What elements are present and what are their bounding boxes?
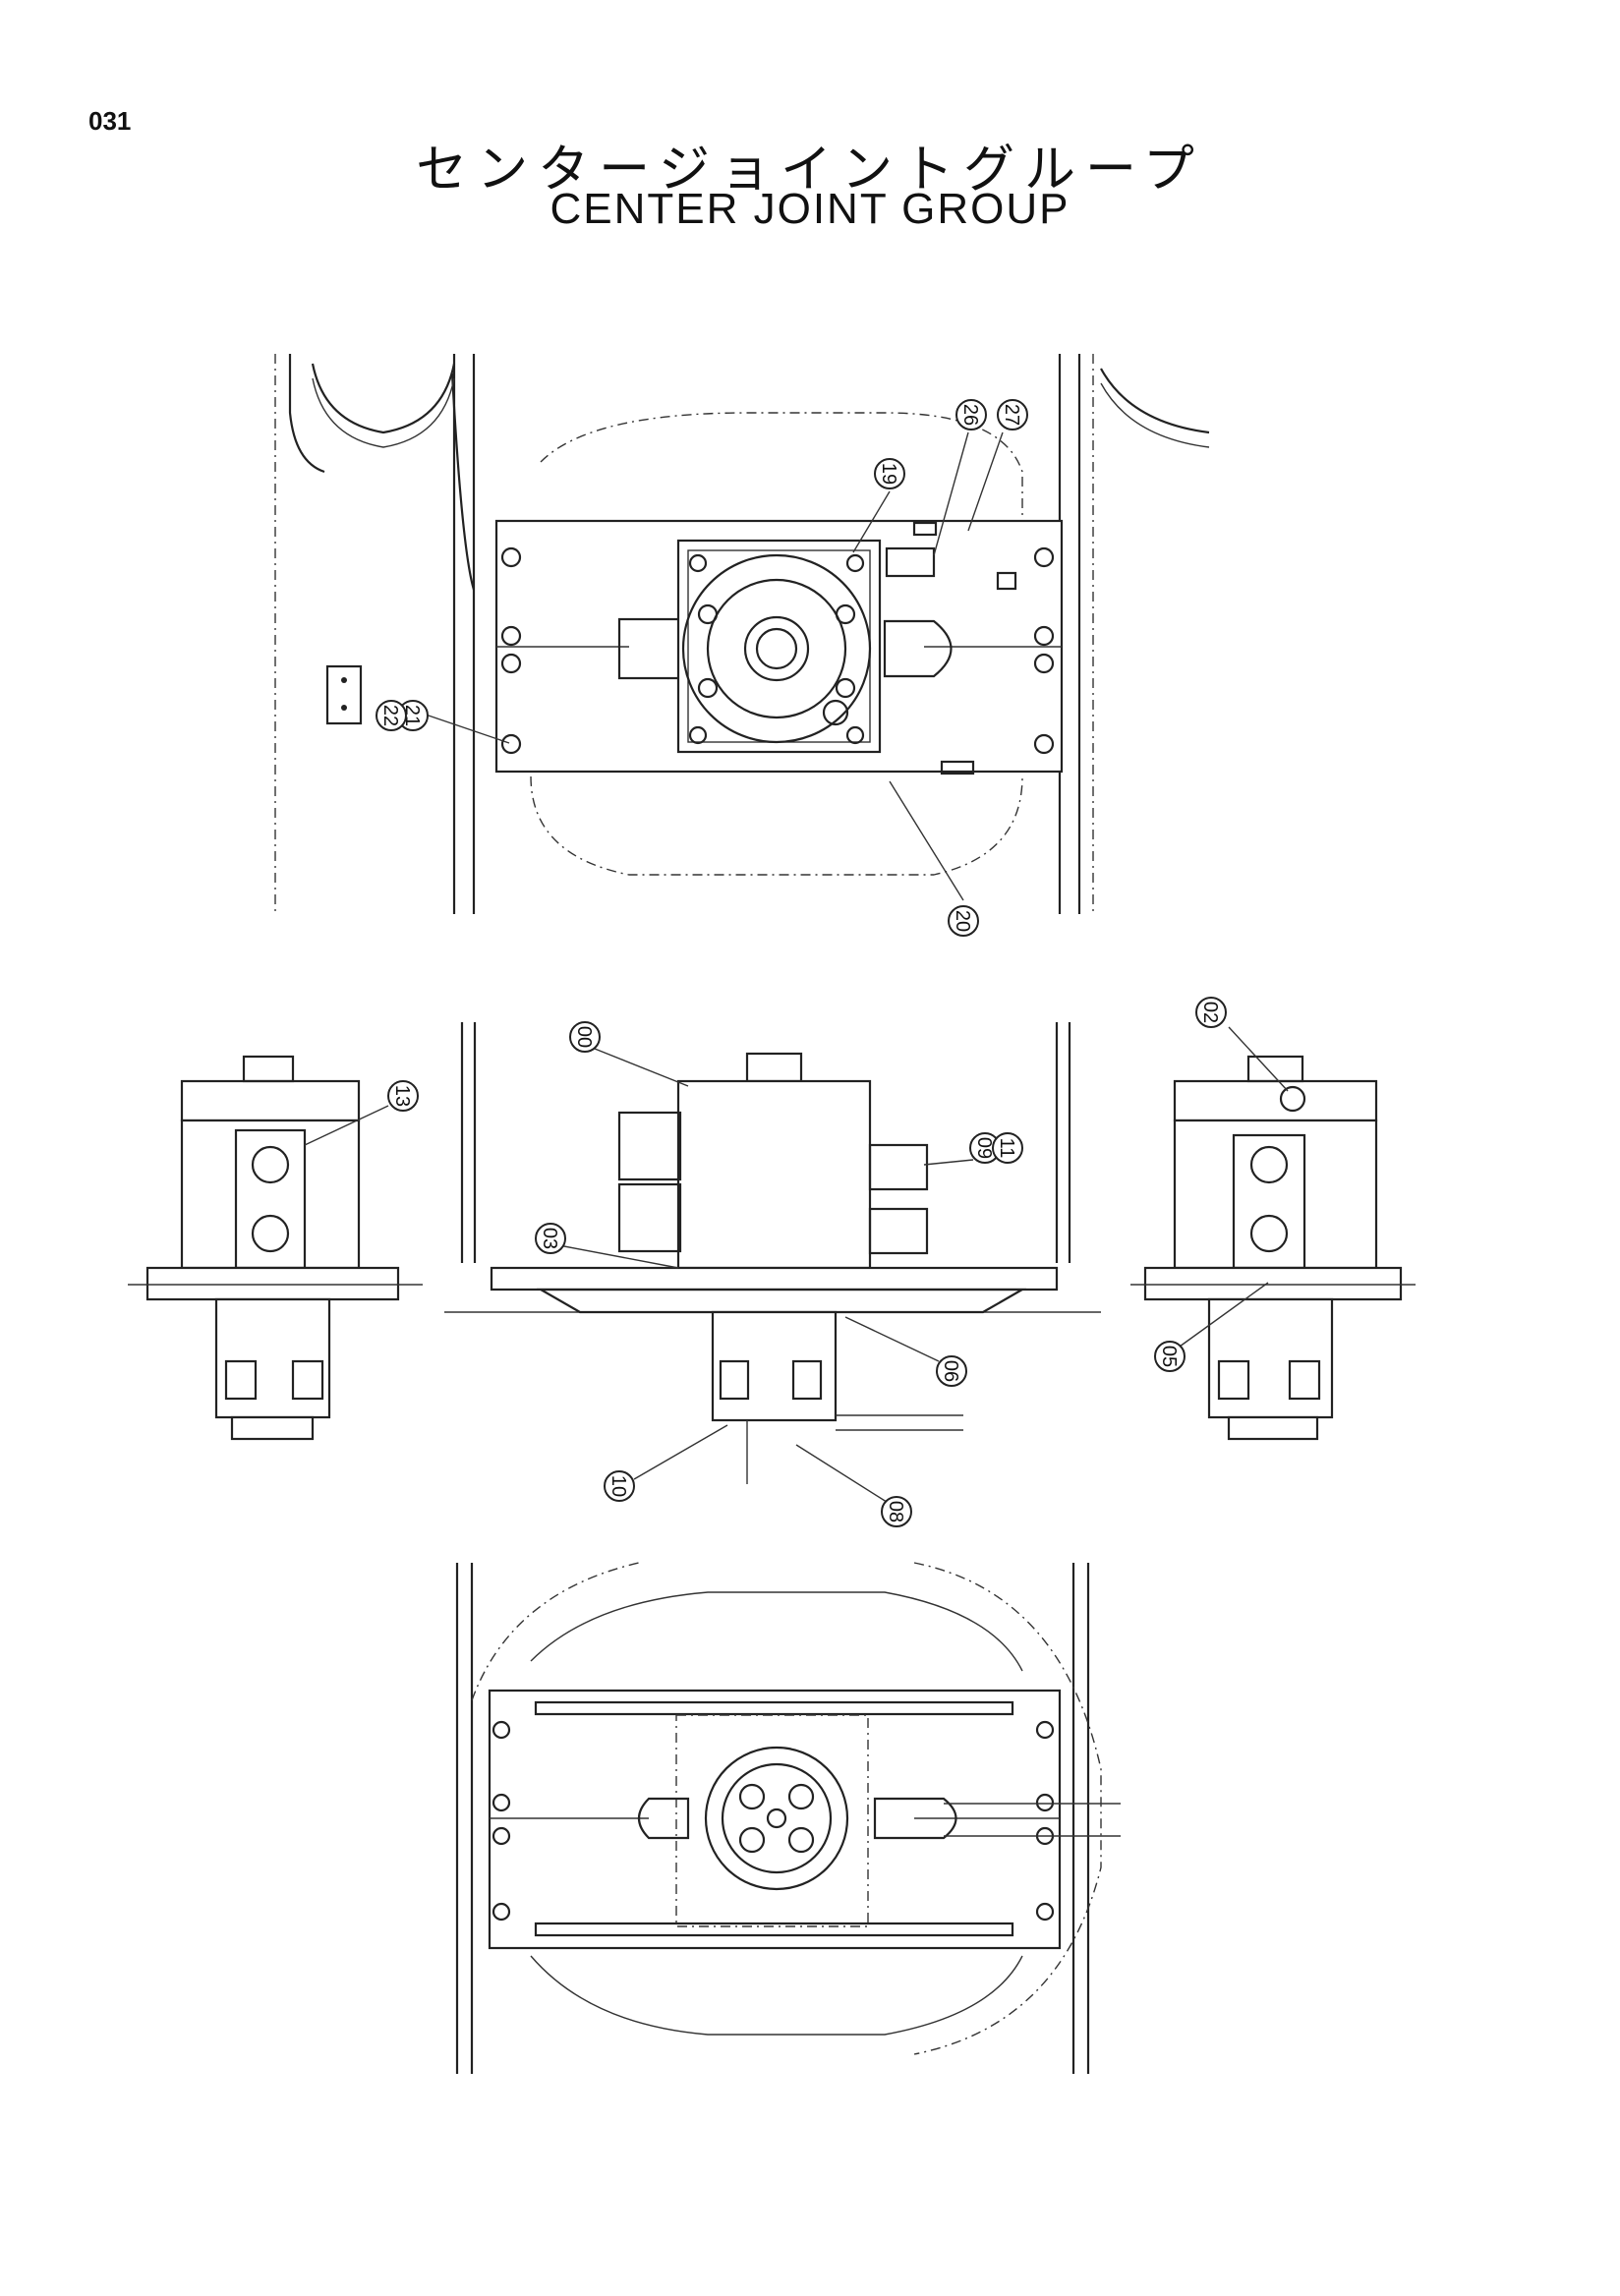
svg-text:08: 08: [885, 1501, 906, 1522]
svg-text:11: 11: [996, 1138, 1017, 1159]
svg-text:09: 09: [973, 1137, 995, 1159]
page-title-japanese: センタージョイントグループ: [416, 141, 1204, 200]
callout-02: 02: [1195, 997, 1227, 1028]
callout-09: 09: [969, 1132, 1001, 1164]
callout-00: 00: [569, 1021, 601, 1053]
right-side-view: [1130, 1026, 1416, 1441]
callout-05: 05: [1154, 1341, 1186, 1372]
svg-text:05: 05: [1158, 1346, 1180, 1367]
svg-text:06: 06: [940, 1360, 961, 1382]
callout-27: 27: [997, 399, 1028, 430]
bracket-part: [325, 664, 363, 725]
top-view: [274, 354, 1210, 914]
svg-text:21: 21: [401, 705, 423, 726]
callout-26: 26: [955, 399, 987, 430]
svg-text:22: 22: [379, 705, 401, 726]
svg-text:26: 26: [959, 404, 981, 426]
bottom-plate: [488, 1689, 1062, 1950]
left-side-view: [128, 1055, 423, 1441]
svg-text:19: 19: [878, 463, 899, 485]
callout-11: 11: [992, 1132, 1023, 1164]
callout-19: 19: [874, 458, 905, 489]
svg-text:03: 03: [539, 1228, 560, 1249]
svg-text:02: 02: [1199, 1002, 1221, 1023]
page-title-english: CENTER JOINT GROUP: [550, 185, 1070, 233]
callout-13: 13: [387, 1080, 419, 1112]
svg-text:13: 13: [391, 1085, 413, 1107]
svg-text:00: 00: [573, 1026, 595, 1048]
bottom-view: [455, 1562, 1121, 2074]
callout-10: 10: [604, 1470, 635, 1502]
svg-text:20: 20: [952, 910, 973, 932]
callout-06: 06: [936, 1355, 967, 1387]
page-number: 031: [88, 106, 132, 136]
callout-20: 20: [948, 905, 979, 937]
svg-text:27: 27: [1001, 404, 1022, 426]
callout-03: 03: [535, 1223, 566, 1254]
svg-text:10: 10: [608, 1475, 629, 1497]
front-view: [444, 1022, 1101, 1505]
callout-08: 08: [881, 1496, 912, 1527]
callout-22: 22: [376, 700, 407, 731]
